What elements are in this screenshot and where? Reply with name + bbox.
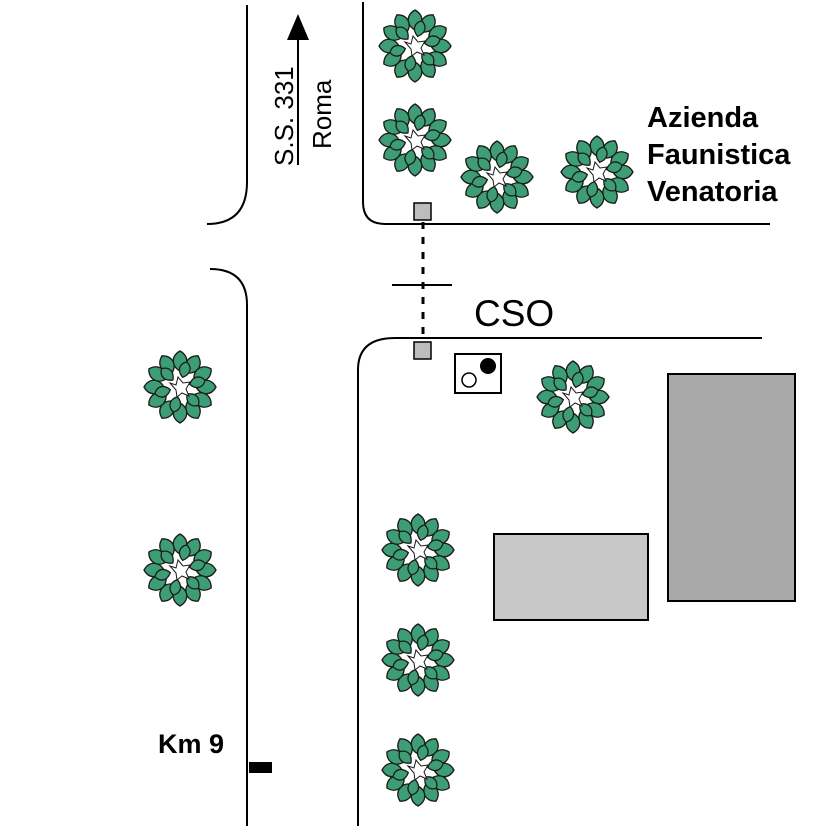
tree-icon (143, 533, 217, 607)
tree-icon (143, 350, 217, 424)
building-dark (667, 373, 796, 602)
tree-icon (536, 360, 610, 434)
gate-icon (413, 341, 432, 360)
road-edge-north-west (206, 5, 248, 225)
road-edge-north-east (362, 2, 770, 225)
zone-label-line-2: Faunistica (647, 139, 791, 171)
tree-icon (381, 623, 455, 697)
tree-icon (560, 135, 634, 209)
road-edge-main-east (357, 337, 762, 826)
zone-label-line-3: Venatoria (647, 176, 778, 208)
tree-icon (381, 733, 455, 807)
building-light (493, 533, 649, 621)
tree-icon (378, 9, 452, 83)
tree-icon (381, 513, 455, 587)
station-icon (454, 353, 502, 394)
road-name-label: S.S. 331 (269, 66, 299, 166)
road-destination-label: Roma (307, 79, 337, 149)
site-label: CSO (474, 293, 554, 334)
tree-icon (378, 103, 452, 177)
zone-label-line-1: Azienda (647, 102, 759, 134)
trees (143, 9, 634, 807)
road-arrow-icon (287, 14, 309, 165)
gate-icon (413, 202, 432, 221)
km-marker-label: Km 9 (158, 729, 224, 759)
km-marker-icon (249, 762, 272, 773)
roads (206, 2, 770, 826)
road-edge-main-west (209, 268, 248, 826)
tree-icon (460, 140, 534, 214)
